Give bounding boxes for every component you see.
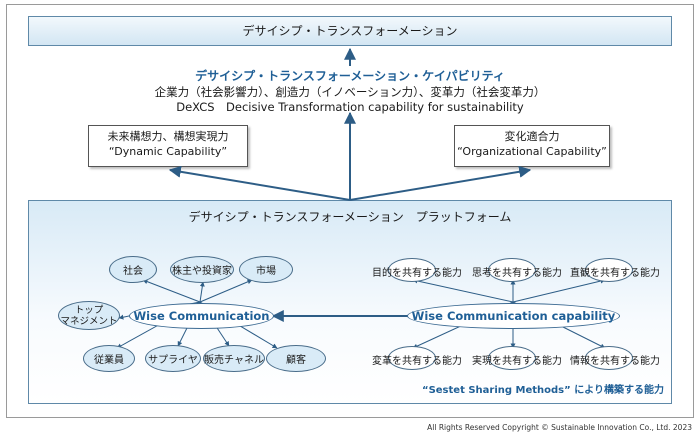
node-customers: 顧客 [266,345,326,372]
label-practice: 実現を共有する能力 [472,356,562,367]
dynamic-capability-english: “Dynamic Capability” [108,145,228,158]
ring-change [388,346,436,370]
organizational-capability-english: “Organizational Capability” [457,145,607,158]
ring-practice [488,346,536,370]
ring-purpose [388,258,436,282]
organizational-capability-box: 変化適合力 “Organizational Capability” [454,125,610,167]
label-information: 情報を共有する能力 [570,356,660,367]
copyright-notice: All Rights Reserved Copyright © Sustaina… [427,423,692,432]
dynamic-capability-label: 未来構想力、構想実現力 [107,130,229,143]
node-sales-channels: 販売チャネル [203,345,265,372]
capability-subtitle: 企業力（社会影響力）、創造力（イノベーション力）、変革力（社会変革力） [154,85,546,99]
platform-title: デサイシプ・トランスフォーメーション プラットフォーム [188,210,512,224]
wise-communication-node: Wise Communication [129,303,274,329]
arrow-to-organizational [349,165,532,201]
platform-box [28,200,672,404]
dynamic-capability-box: 未来構想力、構想実現力 “Dynamic Capability” [88,125,248,167]
node-shareholders: 株主や投資家 [170,256,234,283]
sestet-sharing-methods-note: “Sestet Sharing Methods” により構築する能力 [422,385,664,396]
node-top-management: トップマネジメント [58,301,120,330]
capability-english: DeXCS Decisive Transformation capability… [176,100,524,114]
label-intuition: 直観を共有する能力 [570,268,660,279]
outer-frame [6,4,694,418]
node-society: 社会 [109,256,157,283]
node-suppliers: サプライヤ [145,345,201,372]
ring-intuition [585,258,633,282]
arrow-to-dynamic [168,165,351,201]
label-thinking: 思考を共有する能力 [472,268,562,279]
decisive-transformation-box: デサイシプ・トランスフォーメーション [28,16,672,46]
organizational-capability-label: 変化適合力 [504,130,560,143]
node-market: 市場 [239,256,293,283]
label-purpose: 目的を共有する能力 [372,268,462,279]
wise-communication-capability-node: Wise Communication capability [407,303,620,329]
ring-information [585,346,633,370]
label-change: 変革を共有する能力 [372,356,462,367]
ring-thinking [488,258,536,282]
capability-title: デサイシプ・トランスフォーメーション・ケイパビリティ [195,69,505,83]
node-employees: 従業員 [83,345,135,372]
